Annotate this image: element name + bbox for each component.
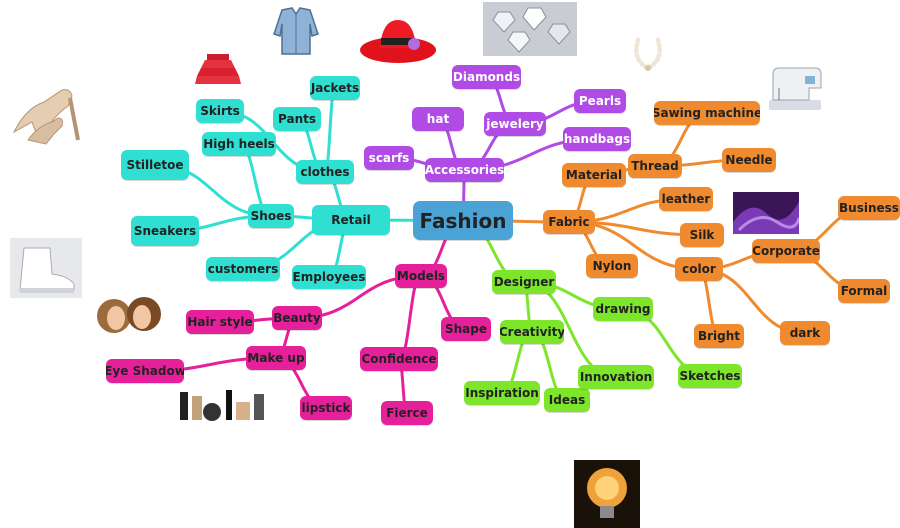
node-silk[interactable]: Silk	[680, 223, 724, 247]
node-leather[interactable]: leather	[659, 187, 713, 211]
node-jewelery[interactable]: jewelery	[484, 112, 546, 136]
node-fierce[interactable]: Fierce	[381, 401, 433, 425]
node-stilletoe[interactable]: Stilletoe	[121, 150, 189, 180]
node-high-heels[interactable]: High heels	[202, 132, 276, 156]
node-pants[interactable]: Pants	[273, 107, 321, 131]
red-hat-icon	[358, 14, 438, 66]
node-ideas[interactable]: Ideas	[544, 388, 590, 412]
node-employees[interactable]: Employees	[292, 265, 366, 289]
white-sneaker-icon	[10, 238, 82, 298]
diamonds-icon	[483, 2, 577, 56]
node-innovation[interactable]: Innovation	[578, 365, 654, 389]
glitter-heels-icon	[8, 82, 86, 148]
light-bulb-icon	[574, 460, 640, 528]
node-pearls[interactable]: Pearls	[574, 89, 626, 113]
node-sneakers[interactable]: Sneakers	[131, 216, 199, 246]
node-creativity[interactable]: Creativity	[500, 320, 564, 344]
node-fashion[interactable]: Fashion	[413, 201, 513, 240]
node-business[interactable]: Business	[838, 196, 900, 220]
node-hair-style[interactable]: Hair style	[186, 310, 254, 334]
node-dark[interactable]: dark	[780, 321, 830, 345]
node-sawing-machine[interactable]: Sawing machine	[654, 101, 760, 125]
node-clothes[interactable]: clothes	[296, 160, 354, 184]
node-retail[interactable]: Retail	[312, 205, 390, 235]
node-confidence[interactable]: Confidence	[360, 347, 438, 371]
node-bright[interactable]: Bright	[694, 324, 744, 348]
node-color[interactable]: color	[675, 257, 723, 281]
node-inspiration[interactable]: Inspiration	[464, 381, 540, 405]
node-needle[interactable]: Needle	[722, 148, 776, 172]
node-diamonds[interactable]: Diamonds	[452, 65, 521, 89]
node-accessories[interactable]: Accessories	[425, 158, 504, 182]
pearl-necklace-icon	[630, 36, 668, 72]
node-make-up[interactable]: Make up	[246, 346, 306, 370]
node-jackets[interactable]: Jackets	[310, 76, 360, 100]
node-lipstick[interactable]: lipstick	[300, 396, 352, 420]
node-drawing[interactable]: drawing	[593, 297, 653, 321]
node-material[interactable]: Material	[562, 163, 626, 187]
hair-models-icon	[92, 290, 166, 340]
node-shape[interactable]: Shape	[441, 317, 491, 341]
node-thread[interactable]: Thread	[628, 154, 682, 178]
node-scarfs[interactable]: scarfs	[364, 146, 414, 170]
node-customers[interactable]: customers	[206, 257, 280, 281]
node-models[interactable]: Models	[395, 264, 447, 288]
node-beauty[interactable]: Beauty	[272, 306, 322, 330]
node-fabric[interactable]: Fabric	[543, 210, 595, 234]
node-formal[interactable]: Formal	[838, 279, 890, 303]
red-ruffle-skirt-icon	[193, 52, 243, 86]
node-hat[interactable]: hat	[412, 107, 464, 131]
node-skirts[interactable]: Skirts	[196, 99, 244, 123]
denim-jacket-icon	[272, 4, 320, 56]
makeup-kit-icon	[176, 384, 272, 426]
node-sketches[interactable]: Sketches	[678, 364, 742, 388]
node-designer[interactable]: Designer	[492, 270, 556, 294]
purple-silk-icon	[733, 192, 799, 234]
node-nylon[interactable]: Nylon	[586, 254, 638, 278]
node-eye-shadow[interactable]: Eye Shadow	[106, 359, 184, 383]
node-corporate[interactable]: Corporate	[752, 239, 820, 263]
sewing-machine-icon	[765, 60, 825, 114]
node-shoes[interactable]: Shoes	[248, 204, 294, 228]
node-handbags[interactable]: handbags	[563, 127, 631, 151]
